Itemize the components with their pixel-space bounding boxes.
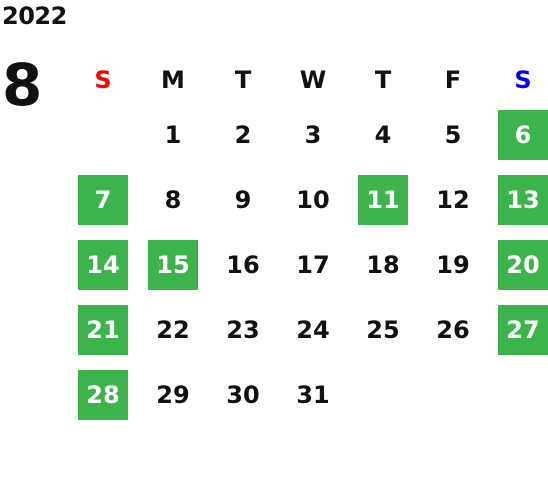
empty-cell (488, 362, 548, 427)
day-cell: 16 (226, 250, 260, 279)
empty-cell (348, 362, 418, 427)
day-cell: 30 (226, 380, 260, 409)
weekday-header: F (444, 66, 462, 94)
day-cell: 3 (304, 120, 322, 149)
day-cell-holiday: 20 (498, 239, 548, 290)
day-cell: 24 (296, 315, 330, 344)
weekday-header: S (514, 66, 532, 94)
month-number: 8 (2, 51, 43, 119)
weekday-header: M (161, 66, 185, 94)
day-cell: 10 (296, 185, 330, 214)
day-cell: 4 (374, 120, 392, 149)
day-cell: 26 (436, 315, 470, 344)
empty-cell (68, 102, 138, 167)
day-cell: 18 (366, 250, 400, 279)
day-cell-holiday: 27 (498, 304, 548, 355)
day-cell-holiday: 13 (498, 174, 548, 225)
day-cell-holiday: 28 (78, 369, 128, 420)
day-cell: 2 (234, 120, 252, 149)
day-cell: 29 (156, 380, 190, 409)
day-cell: 19 (436, 250, 470, 279)
day-cell: 9 (234, 185, 252, 214)
weekday-header: S (94, 66, 112, 94)
day-cell: 8 (164, 185, 182, 214)
empty-cell (418, 362, 488, 427)
day-cell: 25 (366, 315, 400, 344)
year-label: 2022 (2, 2, 67, 30)
day-cell: 5 (444, 120, 462, 149)
weekday-header: T (374, 66, 392, 94)
day-cell-holiday: 21 (78, 304, 128, 355)
day-cell: 22 (156, 315, 190, 344)
day-cell-holiday: 15 (148, 239, 198, 290)
day-cell: 1 (164, 120, 182, 149)
day-cell: 12 (436, 185, 470, 214)
day-cell: 17 (296, 250, 330, 279)
day-cell-holiday: 11 (358, 174, 408, 225)
weekday-header: W (299, 66, 327, 94)
weekday-header: T (234, 66, 252, 94)
day-cell-holiday: 7 (78, 174, 128, 225)
day-cell-holiday: 14 (78, 239, 128, 290)
day-cell-holiday: 6 (498, 109, 548, 160)
day-cell: 31 (296, 380, 330, 409)
day-cell: 23 (226, 315, 260, 344)
